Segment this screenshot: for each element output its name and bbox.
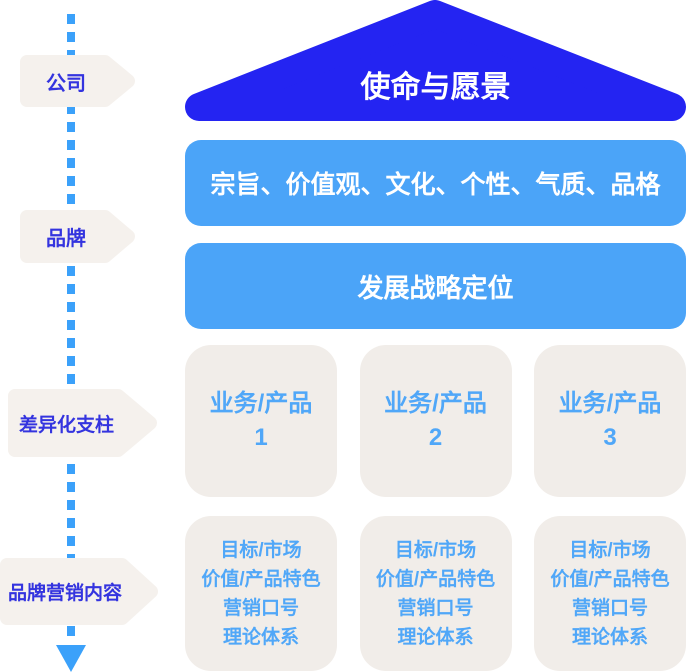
bar-strategy-positioning: 发展战略定位	[185, 243, 686, 329]
axis-tag-brand: 品牌	[20, 210, 135, 263]
pillar-box-1: 业务/产品 1	[185, 345, 337, 497]
pillar-box-2: 业务/产品 2	[359, 345, 512, 497]
roof-triangle-shape	[185, 0, 686, 121]
axis-tag-company: 公司	[20, 55, 135, 107]
content-line: 营销口号	[397, 597, 474, 619]
down-arrow-icon	[56, 645, 86, 672]
content-line: 价值/产品特色	[550, 568, 670, 590]
pillar-title: 业务/产品	[558, 390, 662, 417]
pillars-row: 业务/产品 1 业务/产品 2 业务/产品 3	[185, 345, 686, 497]
pillar-number: 3	[603, 424, 617, 451]
content-line: 营销口号	[571, 597, 648, 619]
pillar-title: 业务/产品	[384, 390, 487, 417]
content-line: 价值/产品特色	[201, 568, 321, 590]
content-box-1: 目标/市场 价值/产品特色 营销口号 理论体系	[185, 516, 337, 671]
content-box-2: 目标/市场 价值/产品特色 营销口号 理论体系	[359, 516, 512, 671]
pillar-number: 2	[428, 424, 443, 451]
content-line: 理论体系	[222, 626, 299, 648]
tag-pointer-shape	[20, 210, 135, 263]
content-line: 价值/产品特色	[375, 568, 496, 590]
content-line: 理论体系	[571, 626, 648, 648]
tag-pointer-shape	[0, 558, 158, 625]
pillar-box-3: 业务/产品 3	[534, 345, 686, 497]
bar-label: 发展战略定位	[357, 272, 514, 303]
axis-tag-label: 品牌	[46, 228, 86, 250]
tag-pointer-shape	[8, 389, 157, 457]
timeline-dashed-line	[67, 14, 75, 644]
tag-pointer-shape	[20, 55, 135, 107]
pyramid-roof: 使命与愿景	[185, 0, 686, 122]
bar-label: 宗旨、价值观、文化、个性、气质、品格	[210, 171, 661, 199]
bar-brand-values: 宗旨、价值观、文化、个性、气质、品格	[185, 140, 686, 226]
content-line: 目标/市场	[394, 539, 477, 561]
axis-tag-differentiation-pillars: 差异化支柱	[8, 389, 157, 457]
axis-tag-label: 差异化支柱	[18, 414, 114, 436]
content-row: 目标/市场 价值/产品特色 营销口号 理论体系 目标/市场 价值/产品特色 营销…	[185, 516, 686, 671]
pillar-title: 业务/产品	[209, 390, 313, 417]
axis-tag-label: 品牌营销内容	[7, 583, 122, 604]
axis-tag-brand-marketing-content: 品牌营销内容	[0, 558, 158, 625]
pillar-number: 1	[254, 424, 268, 451]
axis-tag-label: 公司	[46, 72, 86, 95]
content-line: 营销口号	[222, 597, 299, 619]
content-line: 理论体系	[397, 626, 474, 648]
content-line: 目标/市场	[220, 539, 302, 561]
content-line: 目标/市场	[569, 539, 651, 561]
roof-title: 使命与愿景	[360, 71, 511, 104]
content-box-3: 目标/市场 价值/产品特色 营销口号 理论体系	[534, 516, 686, 671]
